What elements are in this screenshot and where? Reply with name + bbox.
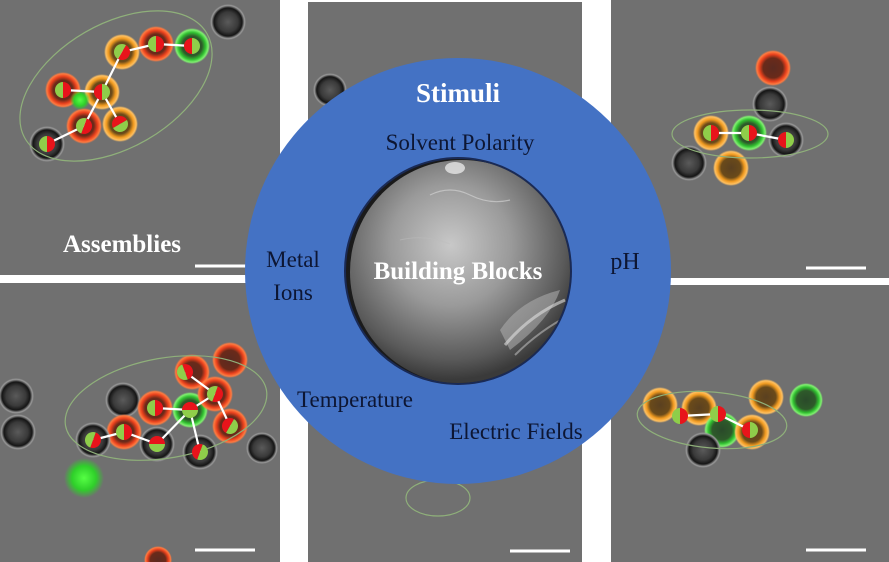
microsphere bbox=[0, 414, 36, 450]
janus-particle-marker bbox=[147, 400, 163, 416]
stimulus-temperature: Temperature bbox=[297, 387, 413, 412]
center-label-building-blocks: Building Blocks bbox=[374, 258, 543, 285]
microsphere bbox=[671, 145, 707, 181]
microsphere bbox=[210, 4, 246, 40]
janus-particle-marker bbox=[672, 408, 688, 424]
stimulus-metal-ions-line2: Ions bbox=[273, 280, 313, 305]
janus-particle-marker bbox=[76, 118, 92, 134]
assemblies-label: Assemblies bbox=[63, 231, 181, 258]
janus-particle-marker bbox=[114, 44, 130, 60]
assembly-outline bbox=[64, 355, 268, 461]
scale-bars bbox=[195, 264, 866, 553]
janus-particle-marker bbox=[112, 116, 128, 132]
janus-particle-marker bbox=[778, 132, 794, 148]
janus-particle-marker bbox=[192, 444, 208, 460]
assembly-outline bbox=[19, 10, 213, 162]
microsphere bbox=[713, 150, 749, 186]
microsphere bbox=[755, 50, 791, 86]
janus-particle-marker bbox=[710, 406, 726, 422]
stimulus-metal-ions-line1: Metal bbox=[266, 247, 320, 272]
microsphere bbox=[105, 382, 141, 418]
janus-particle-marker bbox=[94, 84, 110, 100]
stimulus-electric-fields: Electric Fields bbox=[449, 419, 583, 444]
stimulus-ph: pH bbox=[610, 249, 639, 275]
microsphere bbox=[642, 387, 678, 423]
microsphere bbox=[64, 458, 104, 498]
janus-particle-marker bbox=[182, 402, 198, 418]
janus-markers bbox=[39, 36, 794, 460]
microsphere bbox=[681, 390, 717, 426]
janus-particle-marker bbox=[741, 125, 757, 141]
microsphere bbox=[70, 90, 90, 110]
microsphere bbox=[752, 86, 788, 122]
microsphere bbox=[789, 383, 823, 417]
janus-particle-marker bbox=[149, 436, 165, 452]
building-block-sem-image bbox=[346, 159, 570, 383]
assembly-outline bbox=[671, 109, 829, 159]
stimulus-solvent-polarity: Solvent Polarity bbox=[386, 130, 535, 155]
stimuli-title: Stimuli bbox=[416, 78, 501, 108]
janus-particle-marker bbox=[207, 386, 223, 402]
microsphere bbox=[246, 432, 278, 464]
janus-particle-marker bbox=[222, 418, 238, 434]
janus-particle-marker bbox=[39, 136, 55, 152]
assembly-outline bbox=[636, 390, 788, 450]
janus-particle-marker bbox=[116, 424, 132, 440]
janus-particle-marker bbox=[55, 82, 71, 98]
janus-particle-marker bbox=[85, 432, 101, 448]
microsphere-particles bbox=[0, 4, 823, 562]
janus-particle-marker bbox=[148, 36, 164, 52]
microsphere bbox=[748, 379, 784, 415]
microsphere bbox=[144, 546, 172, 562]
janus-particle-marker bbox=[177, 364, 193, 380]
microsphere bbox=[0, 378, 34, 414]
janus-particle-marker bbox=[184, 38, 200, 54]
assembly-outlines bbox=[19, 10, 829, 517]
janus-particle-marker bbox=[742, 422, 758, 438]
microsphere bbox=[685, 432, 721, 468]
janus-particle-marker bbox=[703, 125, 719, 141]
